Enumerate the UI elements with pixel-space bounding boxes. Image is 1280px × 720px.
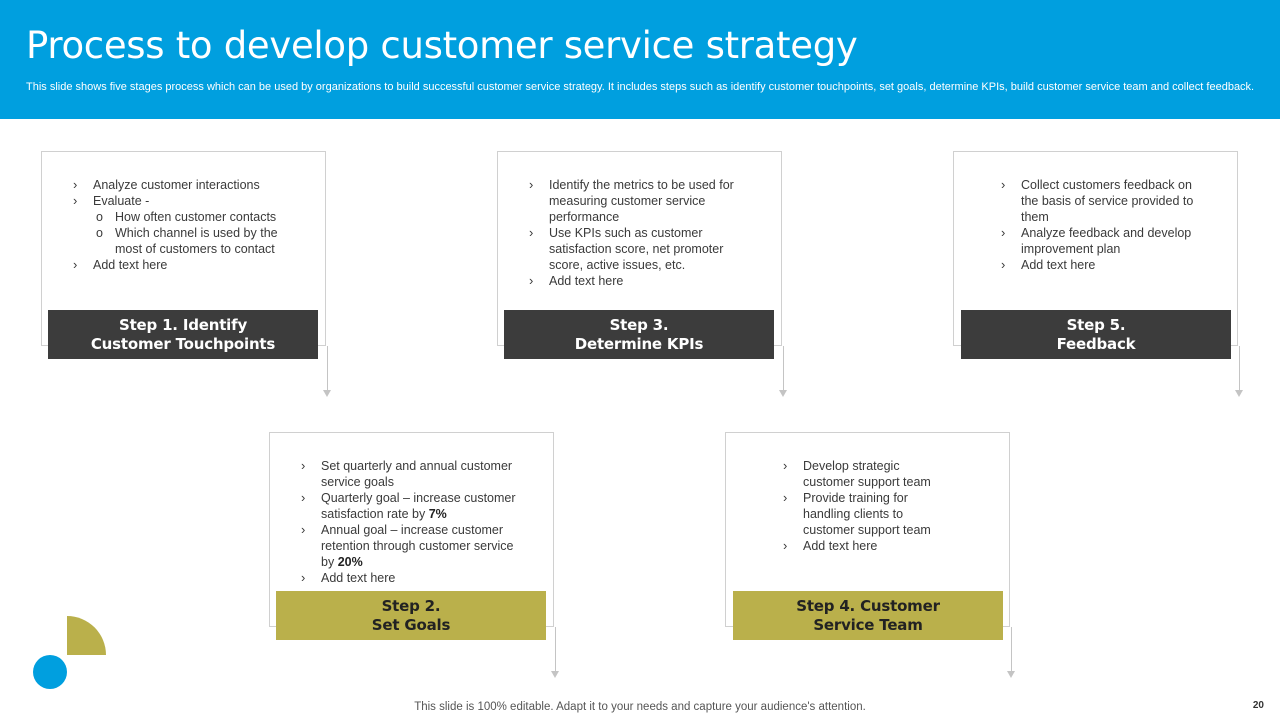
slide-subtitle: This slide shows five stages process whi… <box>26 81 1255 93</box>
list-item: Provide training for handling clients to… <box>783 490 949 538</box>
sub-list-item: Which channel is used by the most of cus… <box>73 225 303 257</box>
sub-list-item: How often customer contacts <box>73 209 303 225</box>
step-1-label-line1: Step 1. Identify <box>118 315 248 334</box>
arrow-down-icon <box>551 671 559 678</box>
step-3-label: Step 3.Determine KPIs <box>504 310 774 359</box>
list-item: Add text here <box>1001 257 1197 273</box>
list-item: Annual goal – increase customer retentio… <box>301 522 529 570</box>
step-2-connector <box>555 627 556 672</box>
list-item: Develop strategic customer support team <box>783 458 949 490</box>
step-2-list: Set quarterly and annual customer servic… <box>301 458 529 586</box>
step-2-label-line2: Set Goals <box>371 615 451 634</box>
list-item: Collect customers feedback on the basis … <box>1001 177 1197 225</box>
list-item: Add text here <box>783 538 949 554</box>
list-item: Analyze customer interactions <box>73 177 303 193</box>
step-1-connector <box>327 346 328 391</box>
list-item: Add text here <box>301 570 529 586</box>
step-5-connector <box>1239 346 1240 391</box>
arrow-down-icon <box>1235 390 1243 397</box>
step-3-label-line2: Determine KPIs <box>574 334 704 353</box>
step-5-label: Step 5.Feedback <box>961 310 1231 359</box>
quarter-circle-decoration <box>67 616 106 655</box>
list-item: Analyze feedback and develop improvement… <box>1001 225 1197 257</box>
list-item: Add text here <box>529 273 759 289</box>
page-number: 20 <box>1252 700 1264 711</box>
slide-title: Process to develop customer service stra… <box>26 24 858 67</box>
list-item: Quarterly goal – increase customer satis… <box>301 490 529 522</box>
list-item: Add text here <box>73 257 303 273</box>
step-4-list: Develop strategic customer support team … <box>783 458 949 554</box>
list-item: Set quarterly and annual customer servic… <box>301 458 529 490</box>
step-4-label-line1: Step 4. Customer <box>796 596 940 615</box>
list-item: Evaluate - <box>73 193 303 209</box>
step-4-label-line2: Service Team <box>813 615 923 634</box>
footer-note: This slide is 100% editable. Adapt it to… <box>414 701 866 713</box>
step-3-list: Identify the metrics to be used for meas… <box>529 177 759 289</box>
list-item: Use KPIs such as customer satisfaction s… <box>529 225 759 273</box>
list-item: Identify the metrics to be used for meas… <box>529 177 759 225</box>
step-3-connector <box>783 346 784 391</box>
step-2-label: Step 2.Set Goals <box>276 591 546 640</box>
step-1-list: Analyze customer interactions Evaluate -… <box>73 177 303 273</box>
step-4-connector <box>1011 627 1012 672</box>
step-1-label-line2: Customer Touchpoints <box>90 334 276 353</box>
arrow-down-icon <box>323 390 331 397</box>
step-5-label-line1: Step 5. <box>1066 315 1126 334</box>
header-banner: Process to develop customer service stra… <box>0 0 1280 119</box>
step-5-list: Collect customers feedback on the basis … <box>1001 177 1197 273</box>
step-2-label-line1: Step 2. <box>381 596 441 615</box>
step-3-label-line1: Step 3. <box>609 315 669 334</box>
arrow-down-icon <box>1007 671 1015 678</box>
arrow-down-icon <box>779 390 787 397</box>
circle-decoration <box>33 655 67 689</box>
step-5-label-line2: Feedback <box>1056 334 1136 353</box>
